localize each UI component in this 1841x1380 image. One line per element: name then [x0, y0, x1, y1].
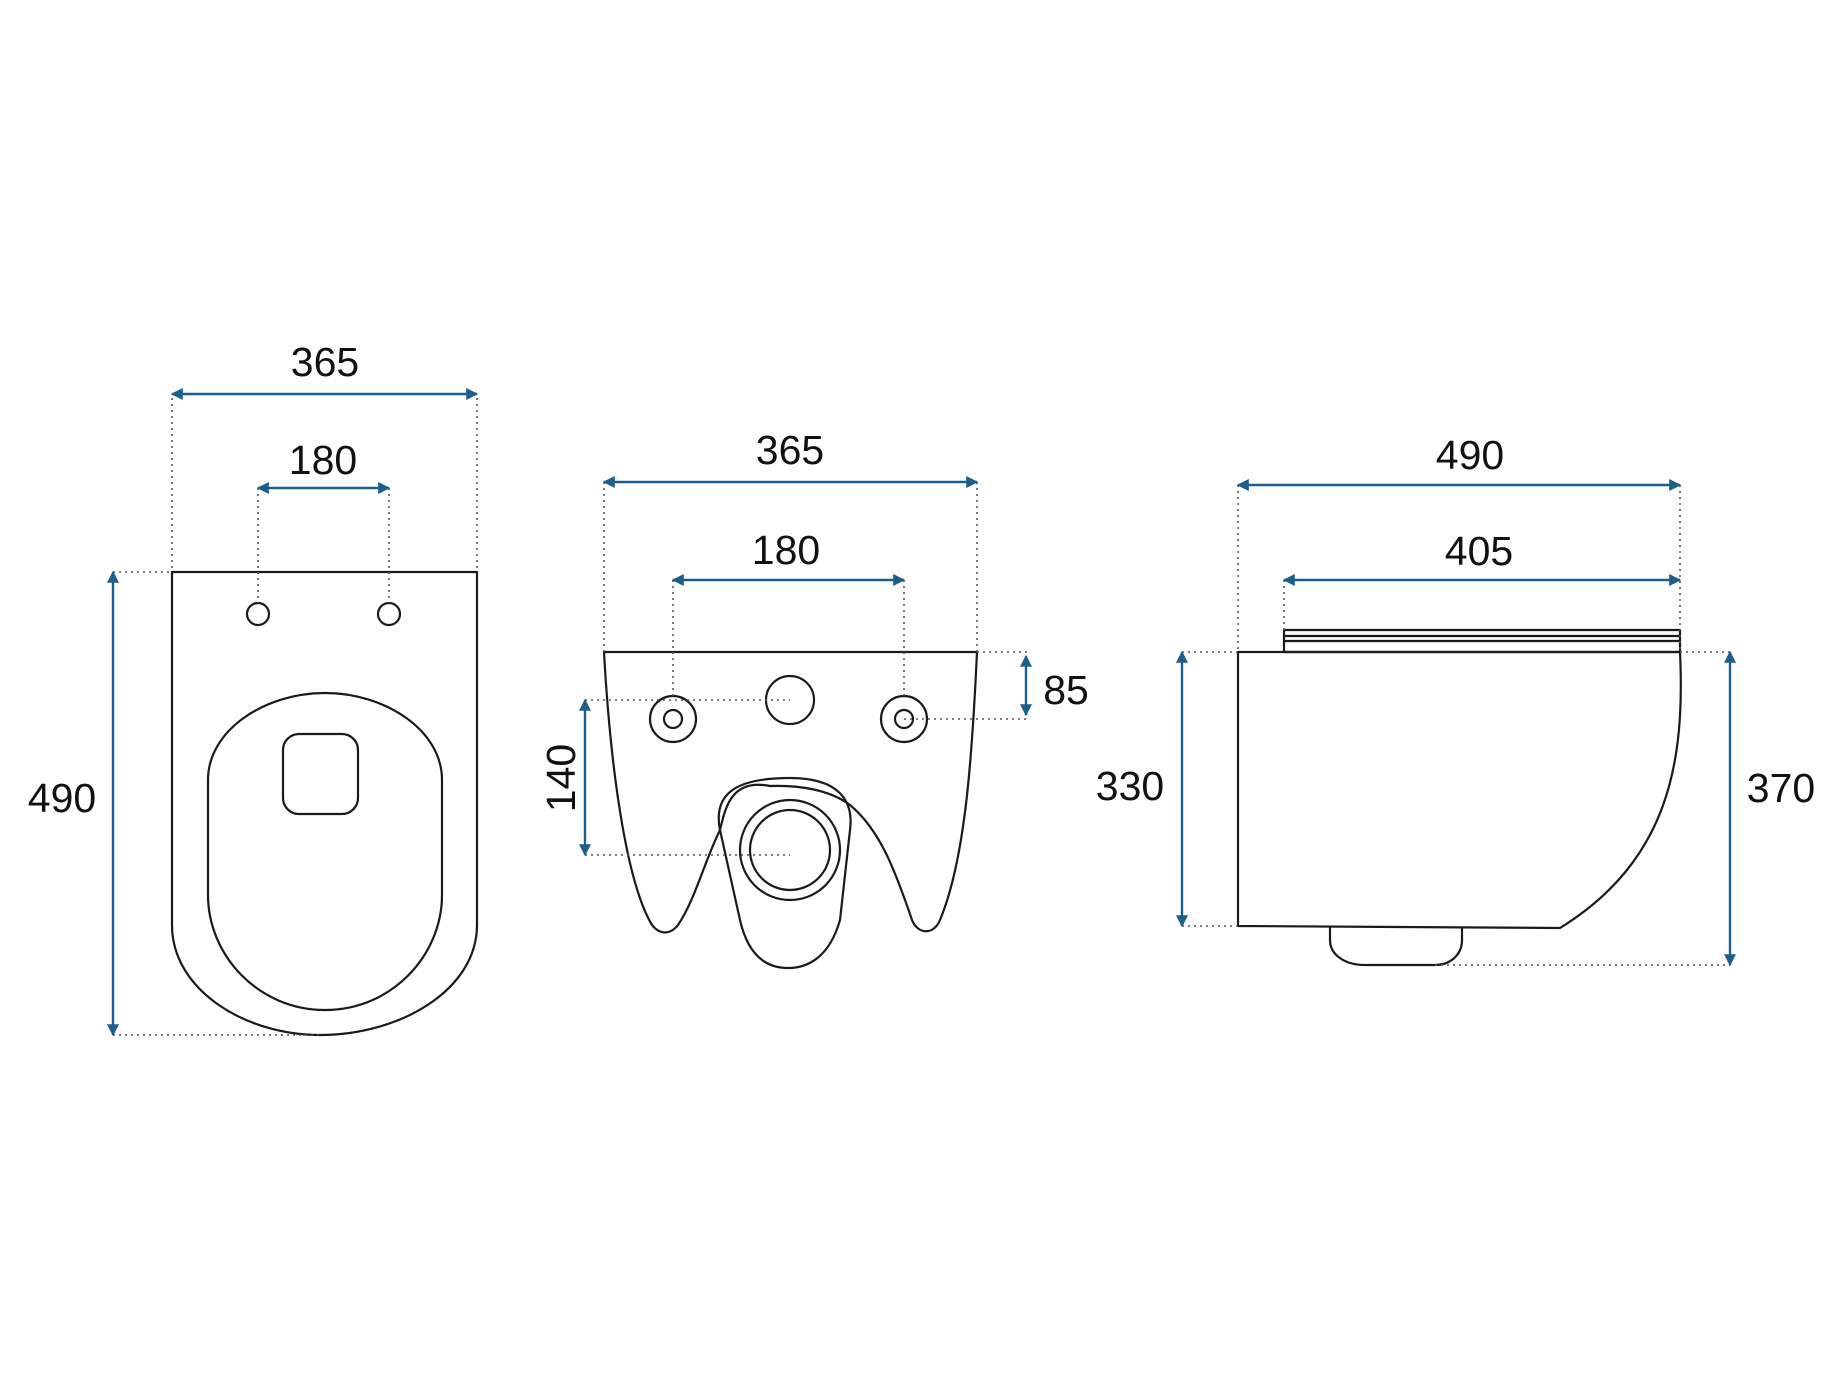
rear-width-dimension-label: 365 [756, 427, 824, 473]
side-view-seat-lid-lower [1282, 639, 1682, 654]
rear-view-fixing-hole-right-inner [893, 708, 915, 730]
rear-view-fixing-hole-left-inner [662, 708, 684, 730]
rear-view-fixing-hole-left-outer [648, 694, 698, 744]
top-width-dimension-label: 365 [291, 339, 359, 385]
top-view-seat-hole-left [245, 601, 271, 627]
rear-fixing-height-dimension-label: 85 [1043, 667, 1089, 713]
side-wall-height-dimension-label: 330 [1096, 763, 1164, 809]
rear-fixing-hole-dimension-label: 180 [752, 527, 820, 573]
top-view-seat-opening [206, 691, 444, 1012]
side-body-length-dimension-label: 405 [1445, 528, 1513, 574]
rear-view: 365 180 85 140 [538, 427, 1089, 970]
rear-view-outline [602, 650, 979, 934]
rear-view-outlet-outer [738, 798, 842, 902]
top-view-bowl-outline [170, 570, 479, 1037]
rear-view-outlet-inner [748, 808, 832, 892]
side-view-bowl-outline [1236, 650, 1682, 930]
top-length-dimension-label: 490 [28, 775, 96, 821]
side-overall-height-dimension-label: 370 [1747, 765, 1815, 811]
side-view: 490 405 330 370 [1096, 432, 1815, 967]
rear-view-outlet-collar [717, 776, 852, 970]
top-view-seat-hole-right [376, 601, 402, 627]
side-length-dimension-label: 490 [1436, 432, 1504, 478]
rear-outlet-height-dimension-label: 140 [538, 744, 584, 812]
top-seat-hole-dimension-label: 180 [289, 437, 357, 483]
top-view-flush-outlet [281, 732, 360, 816]
top-view: 365 180 490 [28, 339, 479, 1037]
side-view-outlet-spigot [1328, 926, 1464, 967]
